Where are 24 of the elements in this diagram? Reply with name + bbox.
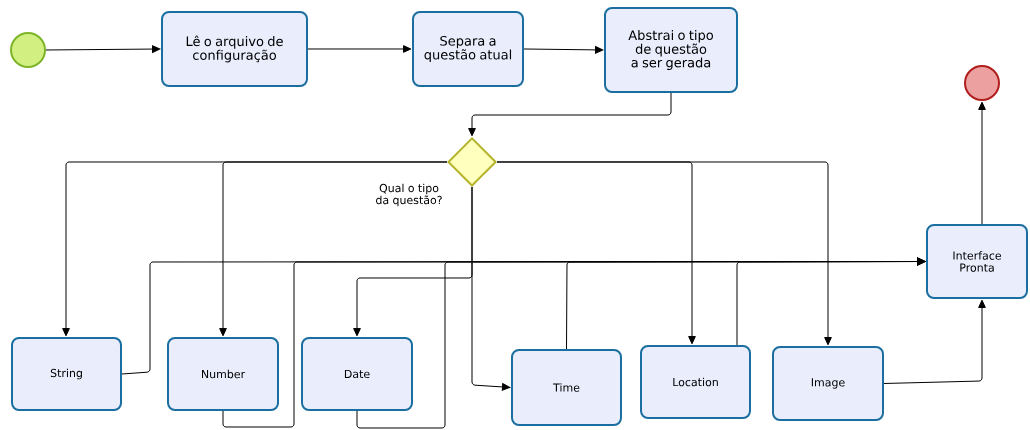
process-box: Abstrai o tipo de questão a ser gerada <box>604 7 738 93</box>
arrow <box>471 186 511 391</box>
arrow <box>219 161 448 337</box>
decision-diamond <box>447 137 497 187</box>
process-box: Time <box>511 349 622 426</box>
arrow <box>736 257 926 346</box>
process-box: Number <box>167 337 279 411</box>
process-box: Interface Pronta <box>926 224 1028 299</box>
end-event-circle <box>964 65 1000 101</box>
arrow <box>523 46 604 54</box>
arrow <box>468 92 672 137</box>
arrow <box>45 45 161 53</box>
process-box: String <box>11 337 122 411</box>
process-box: Lê o arquivo de configuração <box>161 11 308 87</box>
arrow <box>978 101 986 225</box>
process-box: Location <box>640 345 751 419</box>
start-event-circle <box>10 32 46 68</box>
process-box: Date <box>301 337 413 411</box>
decision-label: Qual o tipo da questão? <box>376 183 442 207</box>
process-box: Image <box>772 346 884 421</box>
process-box: Separa a questão atual <box>412 11 524 87</box>
arrow <box>883 299 986 384</box>
arrow <box>496 161 832 346</box>
arrow <box>307 45 412 53</box>
